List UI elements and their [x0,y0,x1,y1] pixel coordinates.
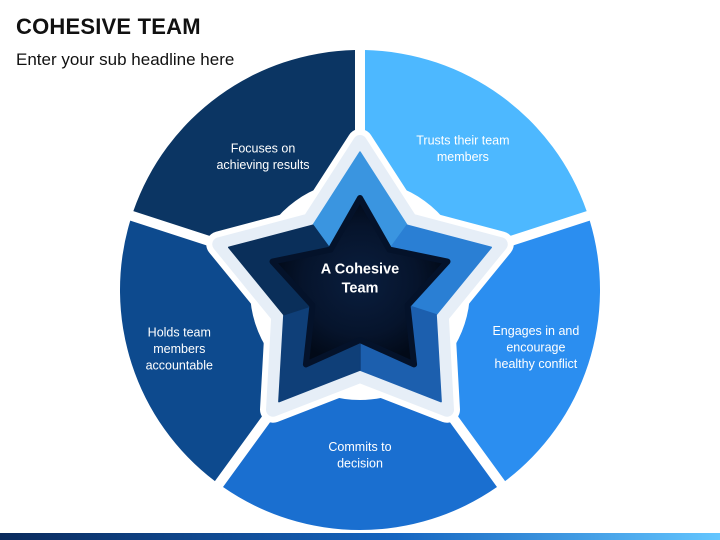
page-title: COHESIVE TEAM [16,14,201,39]
label-line: Holds team [148,326,211,340]
label-line: members [437,150,489,164]
label-line: accountable [146,359,213,373]
label-line: Focuses on [231,142,296,156]
label-trusts-team: Trusts their team members [416,134,509,165]
segment-achieving-results [133,50,356,252]
bottom-accent-bar [0,533,720,540]
label-commits-decision: Commits to decision [328,440,391,471]
label-line: Commits to [328,440,391,454]
label-line: Trusts their team [416,134,509,148]
label-line: members [153,342,205,356]
label-line: decision [337,457,383,471]
star-center [269,195,451,368]
label-line: Team [342,281,379,297]
label-line: A Cohesive [321,262,399,278]
segment-commits-decision [223,381,497,530]
label-healthy-conflict: Engages in and encourage healthy conflict [492,324,579,371]
segment-trusts-team [364,50,587,252]
label-line: Engages in and [492,324,579,338]
label-line: achieving results [216,158,309,172]
label-line: encourage [506,341,565,355]
label-line: healthy conflict [495,357,578,371]
label-achieving-results: Focuses on achieving results [216,142,309,173]
label-accountable: Holds team members accountable [146,326,213,373]
page-subtitle: Enter your sub headline here [16,50,235,69]
